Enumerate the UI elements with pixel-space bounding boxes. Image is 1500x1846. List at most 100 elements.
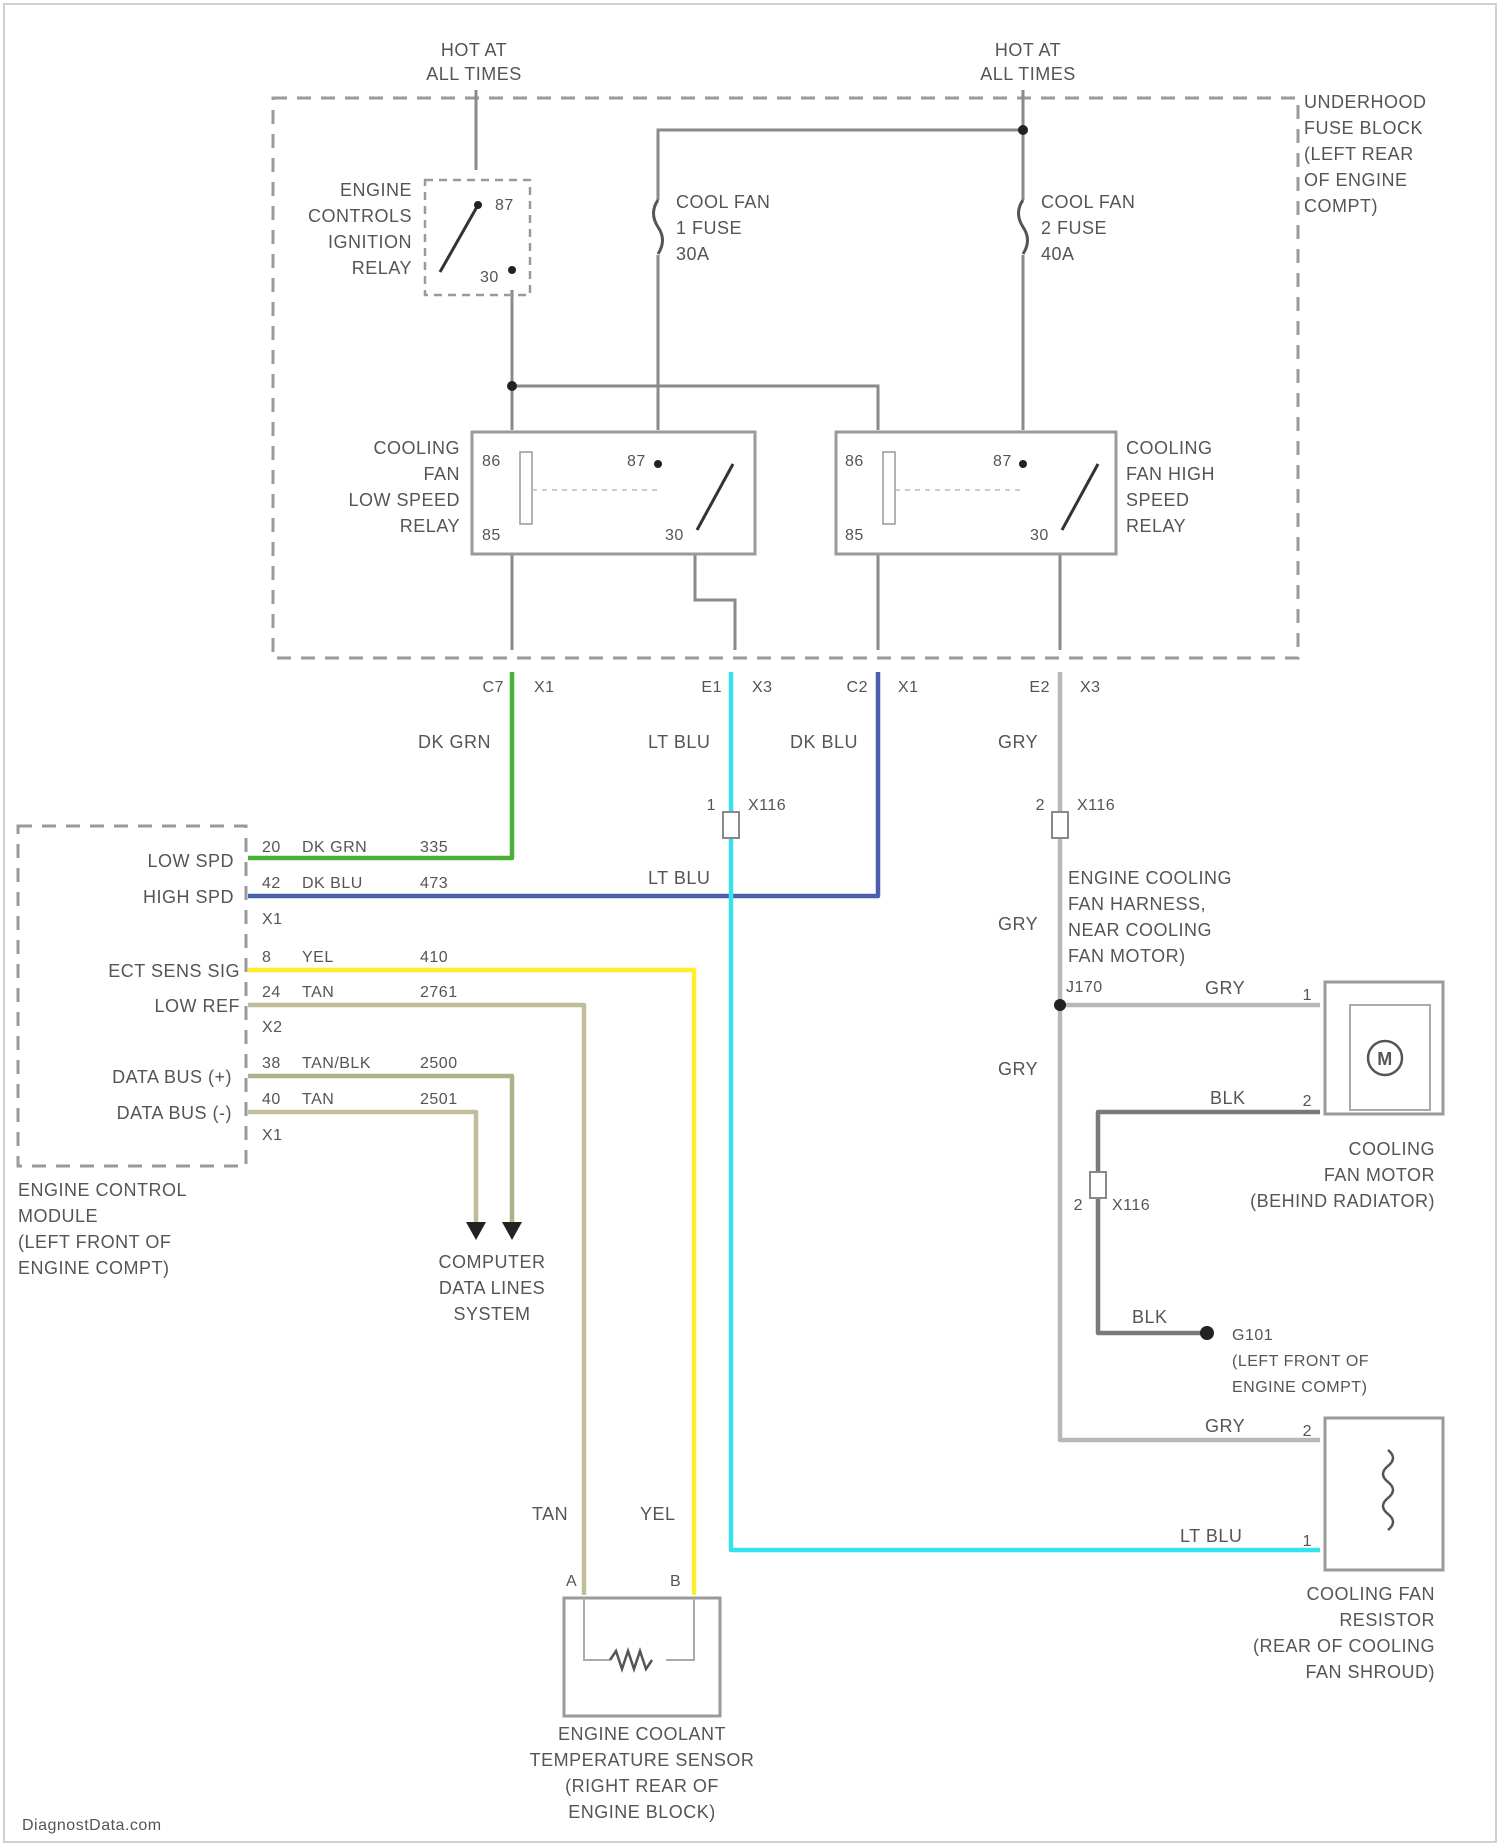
wire-label-gry: GRY: [1205, 1416, 1245, 1436]
svg-text:X2: X2: [262, 1019, 283, 1036]
svg-text:UNDERHOOD: UNDERHOOD: [1304, 92, 1427, 112]
svg-text:(LEFT FRONT OF: (LEFT FRONT OF: [1232, 1353, 1369, 1370]
svg-text:473: 473: [420, 875, 448, 892]
svg-text:2761: 2761: [420, 984, 458, 1001]
svg-text:X3: X3: [752, 679, 773, 696]
svg-text:ENGINE BLOCK): ENGINE BLOCK): [568, 1802, 716, 1822]
svg-text:ENGINE COMPT): ENGINE COMPT): [18, 1258, 170, 1278]
svg-text:20: 20: [262, 839, 281, 856]
sensor-pin-b: B: [670, 1573, 681, 1590]
wire-label-blk: BLK: [1132, 1307, 1168, 1327]
svg-text:30A: 30A: [676, 244, 710, 264]
svg-text:2: 2: [1074, 1197, 1083, 1214]
svg-text:(BEHIND RADIATOR): (BEHIND RADIATOR): [1250, 1191, 1435, 1211]
svg-text:ENGINE COOLING: ENGINE COOLING: [1068, 868, 1232, 888]
svg-text:HOT AT: HOT AT: [995, 40, 1061, 60]
wire-label-yel: YEL: [640, 1504, 676, 1524]
svg-text:COOL FAN: COOL FAN: [676, 192, 770, 212]
svg-text:42: 42: [262, 875, 281, 892]
pin-30-label: 30: [1030, 527, 1049, 544]
splice-j170-label: J170: [1066, 979, 1103, 996]
svg-text:1 FUSE: 1 FUSE: [676, 218, 742, 238]
pin-30-label: 30: [665, 527, 684, 544]
svg-text:DK BLU: DK BLU: [302, 875, 363, 892]
svg-text:C7: C7: [483, 679, 504, 696]
computer-data-lines-label: COMPUTER DATA LINES SYSTEM: [439, 1252, 546, 1324]
wire-label-lt-blu: LT BLU: [648, 868, 710, 888]
svg-text:COOLING: COOLING: [1126, 438, 1213, 458]
pin-85-label: 85: [845, 527, 864, 544]
wire-label-gry: GRY: [998, 914, 1038, 934]
wire-label-gry: GRY: [998, 1059, 1038, 1079]
wire-label-dk-blu: DK BLU: [790, 732, 858, 752]
svg-text:FAN SHROUD): FAN SHROUD): [1305, 1662, 1435, 1682]
splice-dot: [507, 381, 517, 391]
motor-pin-2: 2: [1303, 1093, 1312, 1110]
pin-87-label: 87: [993, 453, 1012, 470]
svg-text:E2: E2: [1029, 679, 1050, 696]
svg-text:RELAY: RELAY: [400, 516, 460, 536]
svg-text:X1: X1: [898, 679, 919, 696]
wire-label-gry: GRY: [998, 732, 1038, 752]
svg-text:FAN: FAN: [423, 464, 460, 484]
svg-text:IGNITION: IGNITION: [328, 232, 412, 252]
svg-text:ECT SENS SIG: ECT SENS SIG: [108, 961, 240, 981]
svg-text:NEAR COOLING: NEAR COOLING: [1068, 920, 1212, 940]
motor-symbol: M: [1377, 1049, 1393, 1069]
svg-text:40A: 40A: [1041, 244, 1075, 264]
svg-text:COOL FAN: COOL FAN: [1041, 192, 1135, 212]
wire-label-gry: GRY: [1205, 978, 1245, 998]
svg-text:HIGH SPD: HIGH SPD: [143, 887, 234, 907]
relay-coil: [520, 452, 532, 524]
svg-text:8: 8: [262, 949, 271, 966]
relay-contact: [508, 266, 516, 274]
svg-text:E1: E1: [701, 679, 722, 696]
svg-text:HOT AT: HOT AT: [441, 40, 507, 60]
resistor-pin-2: 2: [1303, 1423, 1312, 1440]
pin-85-label: 85: [482, 527, 501, 544]
svg-text:38: 38: [262, 1055, 281, 1072]
pin-87-label: 87: [495, 197, 514, 214]
relay-coil: [883, 452, 895, 524]
svg-text:TAN/BLK: TAN/BLK: [302, 1055, 371, 1072]
svg-text:G101: G101: [1232, 1327, 1273, 1344]
svg-text:FAN HARNESS,: FAN HARNESS,: [1068, 894, 1206, 914]
svg-text:ENGINE COMPT): ENGINE COMPT): [1232, 1379, 1367, 1396]
svg-text:FAN HIGH: FAN HIGH: [1126, 464, 1215, 484]
relay-contact: [474, 201, 482, 209]
svg-text:COOLING: COOLING: [373, 438, 460, 458]
svg-text:LOW SPD: LOW SPD: [147, 851, 234, 871]
page-border: [4, 4, 1496, 1842]
svg-text:FAN MOTOR: FAN MOTOR: [1324, 1165, 1435, 1185]
svg-text:ALL TIMES: ALL TIMES: [426, 64, 522, 84]
svg-text:DK GRN: DK GRN: [302, 839, 367, 856]
splice-dot: [1018, 125, 1028, 135]
svg-text:ALL TIMES: ALL TIMES: [980, 64, 1076, 84]
splice-j170-dot: [1054, 999, 1066, 1011]
svg-text:CONTROLS: CONTROLS: [308, 206, 412, 226]
svg-text:X116: X116: [1112, 1197, 1150, 1214]
svg-text:X116: X116: [1077, 797, 1115, 814]
svg-text:RESISTOR: RESISTOR: [1339, 1610, 1435, 1630]
svg-text:(LEFT REAR: (LEFT REAR: [1304, 144, 1414, 164]
svg-text:X116: X116: [748, 797, 786, 814]
relay-contact: [1019, 460, 1027, 468]
watermark: DiagnostData.com: [22, 1817, 162, 1834]
svg-text:OF ENGINE: OF ENGINE: [1304, 170, 1408, 190]
svg-text:COOLING: COOLING: [1348, 1139, 1435, 1159]
svg-text:410: 410: [420, 949, 448, 966]
svg-text:2501: 2501: [420, 1091, 458, 1108]
pin-86-label: 86: [482, 453, 501, 470]
svg-text:X1: X1: [262, 1127, 283, 1144]
svg-text:COOLING FAN: COOLING FAN: [1306, 1584, 1435, 1604]
pin-86-label: 86: [845, 453, 864, 470]
wire-label-dk-grn: DK GRN: [418, 732, 491, 752]
svg-text:FUSE BLOCK: FUSE BLOCK: [1304, 118, 1423, 138]
svg-text:SPEED: SPEED: [1126, 490, 1190, 510]
svg-text:ENGINE: ENGINE: [340, 180, 412, 200]
svg-text:(LEFT FRONT OF: (LEFT FRONT OF: [18, 1232, 171, 1252]
svg-text:RELAY: RELAY: [352, 258, 412, 278]
svg-text:335: 335: [420, 839, 448, 856]
svg-text:RELAY: RELAY: [1126, 516, 1186, 536]
